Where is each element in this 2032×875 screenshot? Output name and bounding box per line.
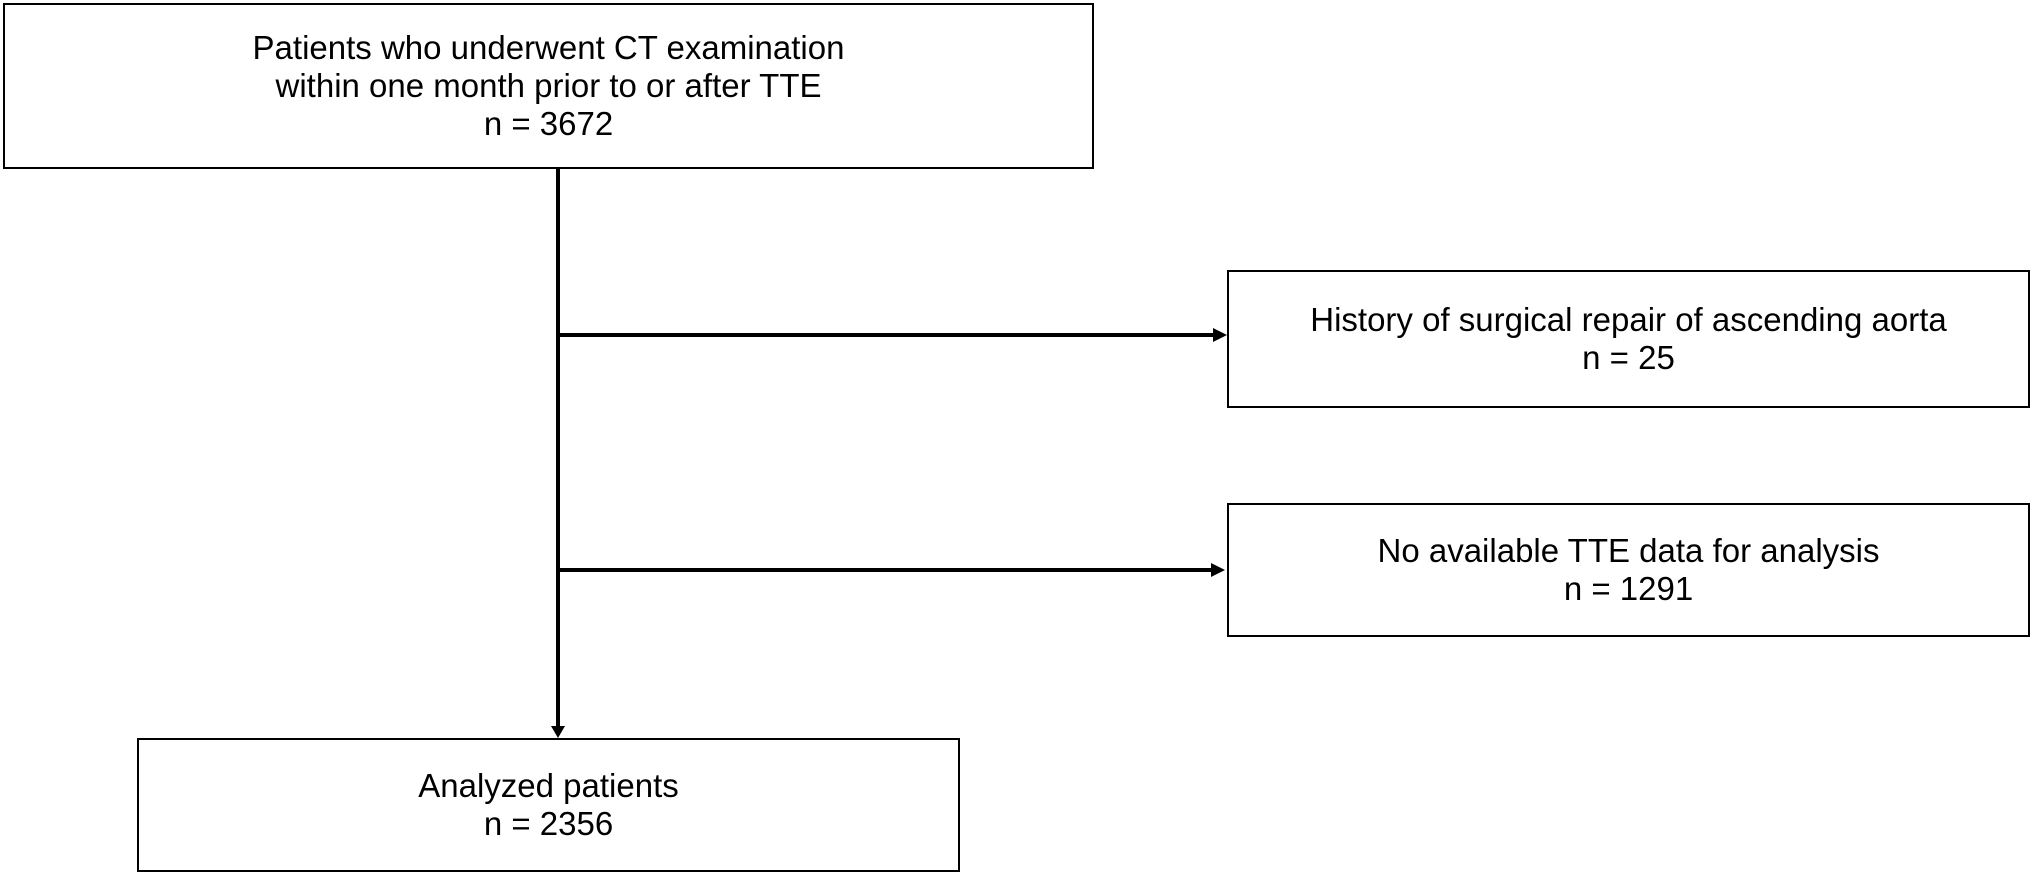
initial-cohort-line-1: Patients who underwent CT examination xyxy=(252,29,845,66)
analyzed-patients-label: Analyzed patients xyxy=(418,767,679,804)
exclusion-label: History of surgical repair of ascending … xyxy=(1310,301,1947,338)
initial-cohort-line-2: within one month prior to or after TTE xyxy=(275,67,822,104)
exclusion-count: n = 1291 xyxy=(1563,570,1694,607)
initial-cohort-count: n = 3672 xyxy=(483,105,614,142)
exclusion-label: No available TTE data for analysis xyxy=(1377,532,1880,569)
arrow-to-exclusion-2-head xyxy=(1211,563,1225,577)
analyzed-patients-box: Analyzed patients n = 2356 xyxy=(137,738,960,872)
initial-cohort-box: Patients who underwent CT examination wi… xyxy=(3,3,1094,169)
exclusion-box-surgical-repair: History of surgical repair of ascending … xyxy=(1227,270,2030,408)
arrow-to-exclusion-1-head xyxy=(1213,328,1227,342)
arrow-to-final-head xyxy=(551,726,565,738)
analyzed-patients-count: n = 2356 xyxy=(483,805,614,842)
exclusion-count: n = 25 xyxy=(1582,339,1675,376)
exclusion-box-no-tte-data: No available TTE data for analysis n = 1… xyxy=(1227,503,2030,637)
